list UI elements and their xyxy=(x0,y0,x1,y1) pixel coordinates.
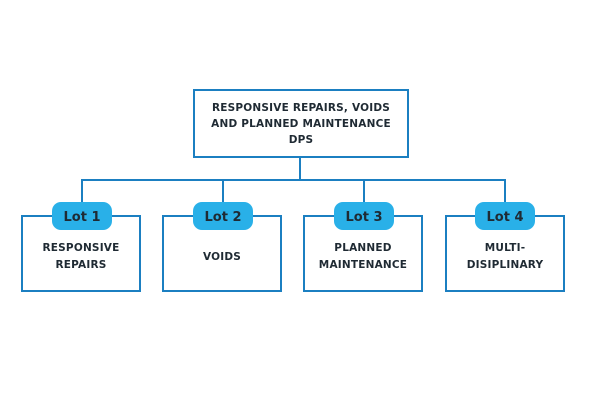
lot-1-badge xyxy=(52,202,112,230)
lot-4-title-line-1: MULTI- xyxy=(485,242,526,254)
lot-1-badge-label: Lot 1 xyxy=(63,210,100,225)
lot-3-badge xyxy=(334,202,394,230)
lot-2-badge-label: Lot 2 xyxy=(204,210,241,225)
lot-2-title-line-1: VOIDS xyxy=(203,251,241,263)
connectors xyxy=(81,157,506,202)
lot-3-title-line-2: MAINTENANCE xyxy=(319,259,407,271)
root-title-line-3: DPS xyxy=(289,134,314,146)
lot-1-title-line-2: REPAIRS xyxy=(55,259,106,271)
root-title-line-1: RESPONSIVE REPAIRS, VOIDS xyxy=(212,102,390,114)
root-box xyxy=(193,89,409,158)
lot-3-title-line-1: PLANNED xyxy=(334,242,391,254)
lot-1-title-line-1: RESPONSIVE xyxy=(43,242,120,254)
lot-3-node: Lot 3 PLANNED MAINTENANCE xyxy=(303,202,423,292)
root-node: RESPONSIVE REPAIRS, VOIDS AND PLANNED MA… xyxy=(193,89,409,158)
lot-4-badge-label: Lot 4 xyxy=(486,210,523,225)
lot-2-node: Lot 2 VOIDS xyxy=(162,202,282,292)
root-title-line-2: AND PLANNED MAINTENANCE xyxy=(211,118,391,130)
lot-4-title-line-2: DISIPLINARY xyxy=(467,259,544,271)
lot-4-node: Lot 4 MULTI- DISIPLINARY xyxy=(445,202,565,292)
lot-4-badge xyxy=(475,202,535,230)
lot-3-badge-label: Lot 3 xyxy=(345,210,382,225)
lot-1-node: Lot 1 RESPONSIVE REPAIRS xyxy=(21,202,141,292)
lot-2-badge xyxy=(193,202,253,230)
